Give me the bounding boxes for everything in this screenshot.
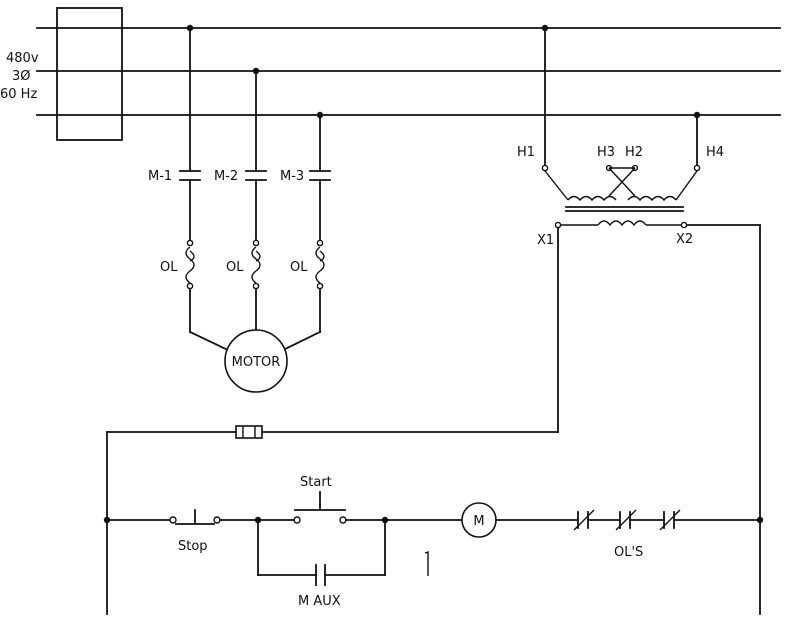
stray-mark [424,551,429,576]
terminal-h4-label: H4 [706,145,724,160]
contact-m3-label: M-3 [280,169,304,184]
terminal-h1-label: H1 [517,145,535,160]
stop-pushbutton [169,509,221,525]
terminal-x2-label: X2 [676,232,693,247]
overload-contacts-label: OL'S [614,545,643,560]
supply-frequency-label: 60 Hz [0,87,37,102]
aux-contact-label: M AUX [298,594,341,609]
supply-voltage-label: 480v [6,51,39,66]
contact-m1-label: M-1 [148,169,172,184]
overload-1-label: OL [160,260,178,275]
contact-m2-label: M-2 [214,169,238,184]
overload-2-label: OL [226,260,244,275]
overload-contacts [573,509,761,531]
motor-label: MOTOR [232,355,281,370]
motor-symbol [224,329,288,393]
start-pushbutton [293,491,347,524]
terminal-h3-label: H3 [597,145,615,160]
start-label: Start [300,475,332,490]
phase-3-branch [281,114,331,352]
junction-dot [756,516,764,524]
disconnect-box [56,7,123,141]
control-transformer [541,27,701,229]
terminal-x1-label: X1 [537,233,554,248]
phase-2-branch [245,70,267,333]
coil-label: M [473,514,484,529]
stop-label: Stop [178,539,208,554]
supply-phase-label: 3Ø [12,69,31,84]
control-fuse [235,425,263,439]
terminal-h2-label: H2 [625,145,643,160]
overload-3-label: OL [290,260,308,275]
phase-1-branch [179,27,230,352]
